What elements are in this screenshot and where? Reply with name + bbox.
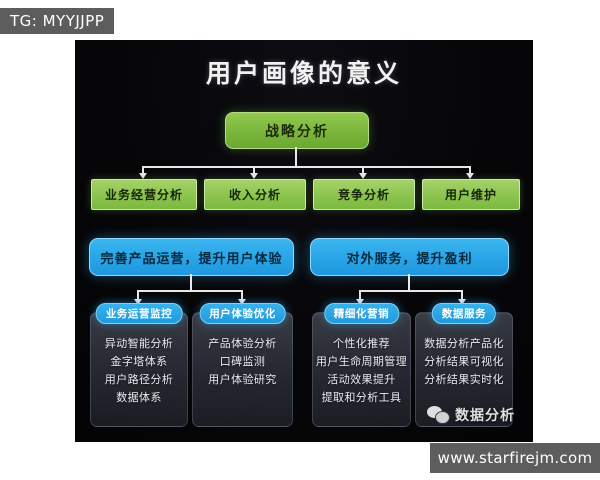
wechat-account-name: 数据分析 xyxy=(455,408,515,424)
list-item: 用户体验研究 xyxy=(208,373,277,386)
arrow-head-2 xyxy=(359,173,367,179)
page-title: 用户画像的意义 xyxy=(205,59,402,88)
list-item: 异动智能分析 xyxy=(104,337,174,350)
connector-blue0-stem xyxy=(190,274,192,291)
panel-items-1: 产品体验分析 口碑监测 用户体验研究 xyxy=(193,335,292,389)
arrow-head-blue1-1 xyxy=(458,299,466,305)
arrow-head-blue1-0 xyxy=(356,299,364,305)
slide-canvas: 用户画像的意义 战略分析 业务经营分析 收入分析 竞争分析 用户维护 完善产品运… xyxy=(75,40,533,442)
site-url-bar: www.starfirejm.com xyxy=(430,443,600,473)
connector-blue0-bus xyxy=(137,290,243,292)
panel-items-2: 个性化推荐 用户生命周期管理 活动效果提升 提取和分析工具 xyxy=(313,335,410,407)
node-revenue-analysis: 收入分析 xyxy=(204,179,306,210)
connector-drop-3 xyxy=(469,166,471,174)
list-item: 活动效果提升 xyxy=(327,373,396,386)
wechat-icon xyxy=(427,406,450,424)
list-item: 分析结果可视化 xyxy=(424,355,504,368)
connector-blue1-drop-0 xyxy=(359,290,361,300)
panel-business-operation-monitoring: 业务运营监控 异动智能分析 金字塔体系 用户路径分析 数据体系 xyxy=(90,303,188,427)
node-user-retention: 用户维护 xyxy=(422,179,520,210)
panel-title-3: 数据服务 xyxy=(431,303,497,324)
connector-blue1-bus xyxy=(359,290,463,292)
connector-drop-1 xyxy=(253,166,255,174)
node-business-operation-analysis: 业务经营分析 xyxy=(91,179,197,210)
node-external-service-profit: 对外服务，提升盈利 xyxy=(310,238,509,276)
list-item: 分析结果实时化 xyxy=(424,373,504,386)
arrow-head-1 xyxy=(250,173,258,179)
node-improve-product-experience: 完善产品运营，提升用户体验 xyxy=(89,238,294,276)
list-item: 用户路径分析 xyxy=(104,373,174,386)
list-item: 口碑监测 xyxy=(219,355,266,368)
node-competition-analysis: 竞争分析 xyxy=(313,179,415,210)
list-item: 产品体验分析 xyxy=(208,337,277,350)
connector-root-stem xyxy=(295,147,297,167)
connector-blue0-drop-1 xyxy=(241,290,243,300)
list-item: 金字塔体系 xyxy=(110,355,168,368)
tg-channel-badge: TG: MYYJJPP xyxy=(0,8,115,34)
panel-refined-marketing: 精细化营销 个性化推荐 用户生命周期管理 活动效果提升 提取和分析工具 xyxy=(312,303,411,427)
arrow-head-blue0-0 xyxy=(134,299,142,305)
list-item: 用户生命周期管理 xyxy=(315,355,408,368)
list-item: 数据分析产品化 xyxy=(424,337,504,350)
connector-blue0-drop-0 xyxy=(137,290,139,300)
panel-user-experience-optimization: 用户体验优化 产品体验分析 口碑监测 用户体验研究 xyxy=(192,303,293,427)
connector-root-bus xyxy=(142,166,470,168)
panel-title-2: 精细化营销 xyxy=(323,303,400,324)
connector-drop-0 xyxy=(142,166,144,174)
node-strategic-analysis: 战略分析 xyxy=(225,112,369,149)
arrow-head-blue0-1 xyxy=(238,299,246,305)
panel-title-0: 业务运营监控 xyxy=(95,303,183,324)
arrow-head-3 xyxy=(466,173,474,179)
connector-blue1-drop-1 xyxy=(461,290,463,300)
panel-items-3: 数据分析产品化 分析结果可视化 分析结果实时化 xyxy=(416,335,512,389)
list-item: 数据体系 xyxy=(116,391,162,404)
list-item: 提取和分析工具 xyxy=(321,391,402,404)
connector-drop-2 xyxy=(362,166,364,174)
panel-title-1: 用户体验优化 xyxy=(199,303,286,324)
wechat-watermark: 数据分析 xyxy=(427,405,515,425)
panel-items-0: 异动智能分析 金字塔体系 用户路径分析 数据体系 xyxy=(91,335,187,407)
connector-blue1-stem xyxy=(408,274,410,291)
list-item: 个性化推荐 xyxy=(333,337,390,350)
arrow-head-0 xyxy=(139,173,147,179)
